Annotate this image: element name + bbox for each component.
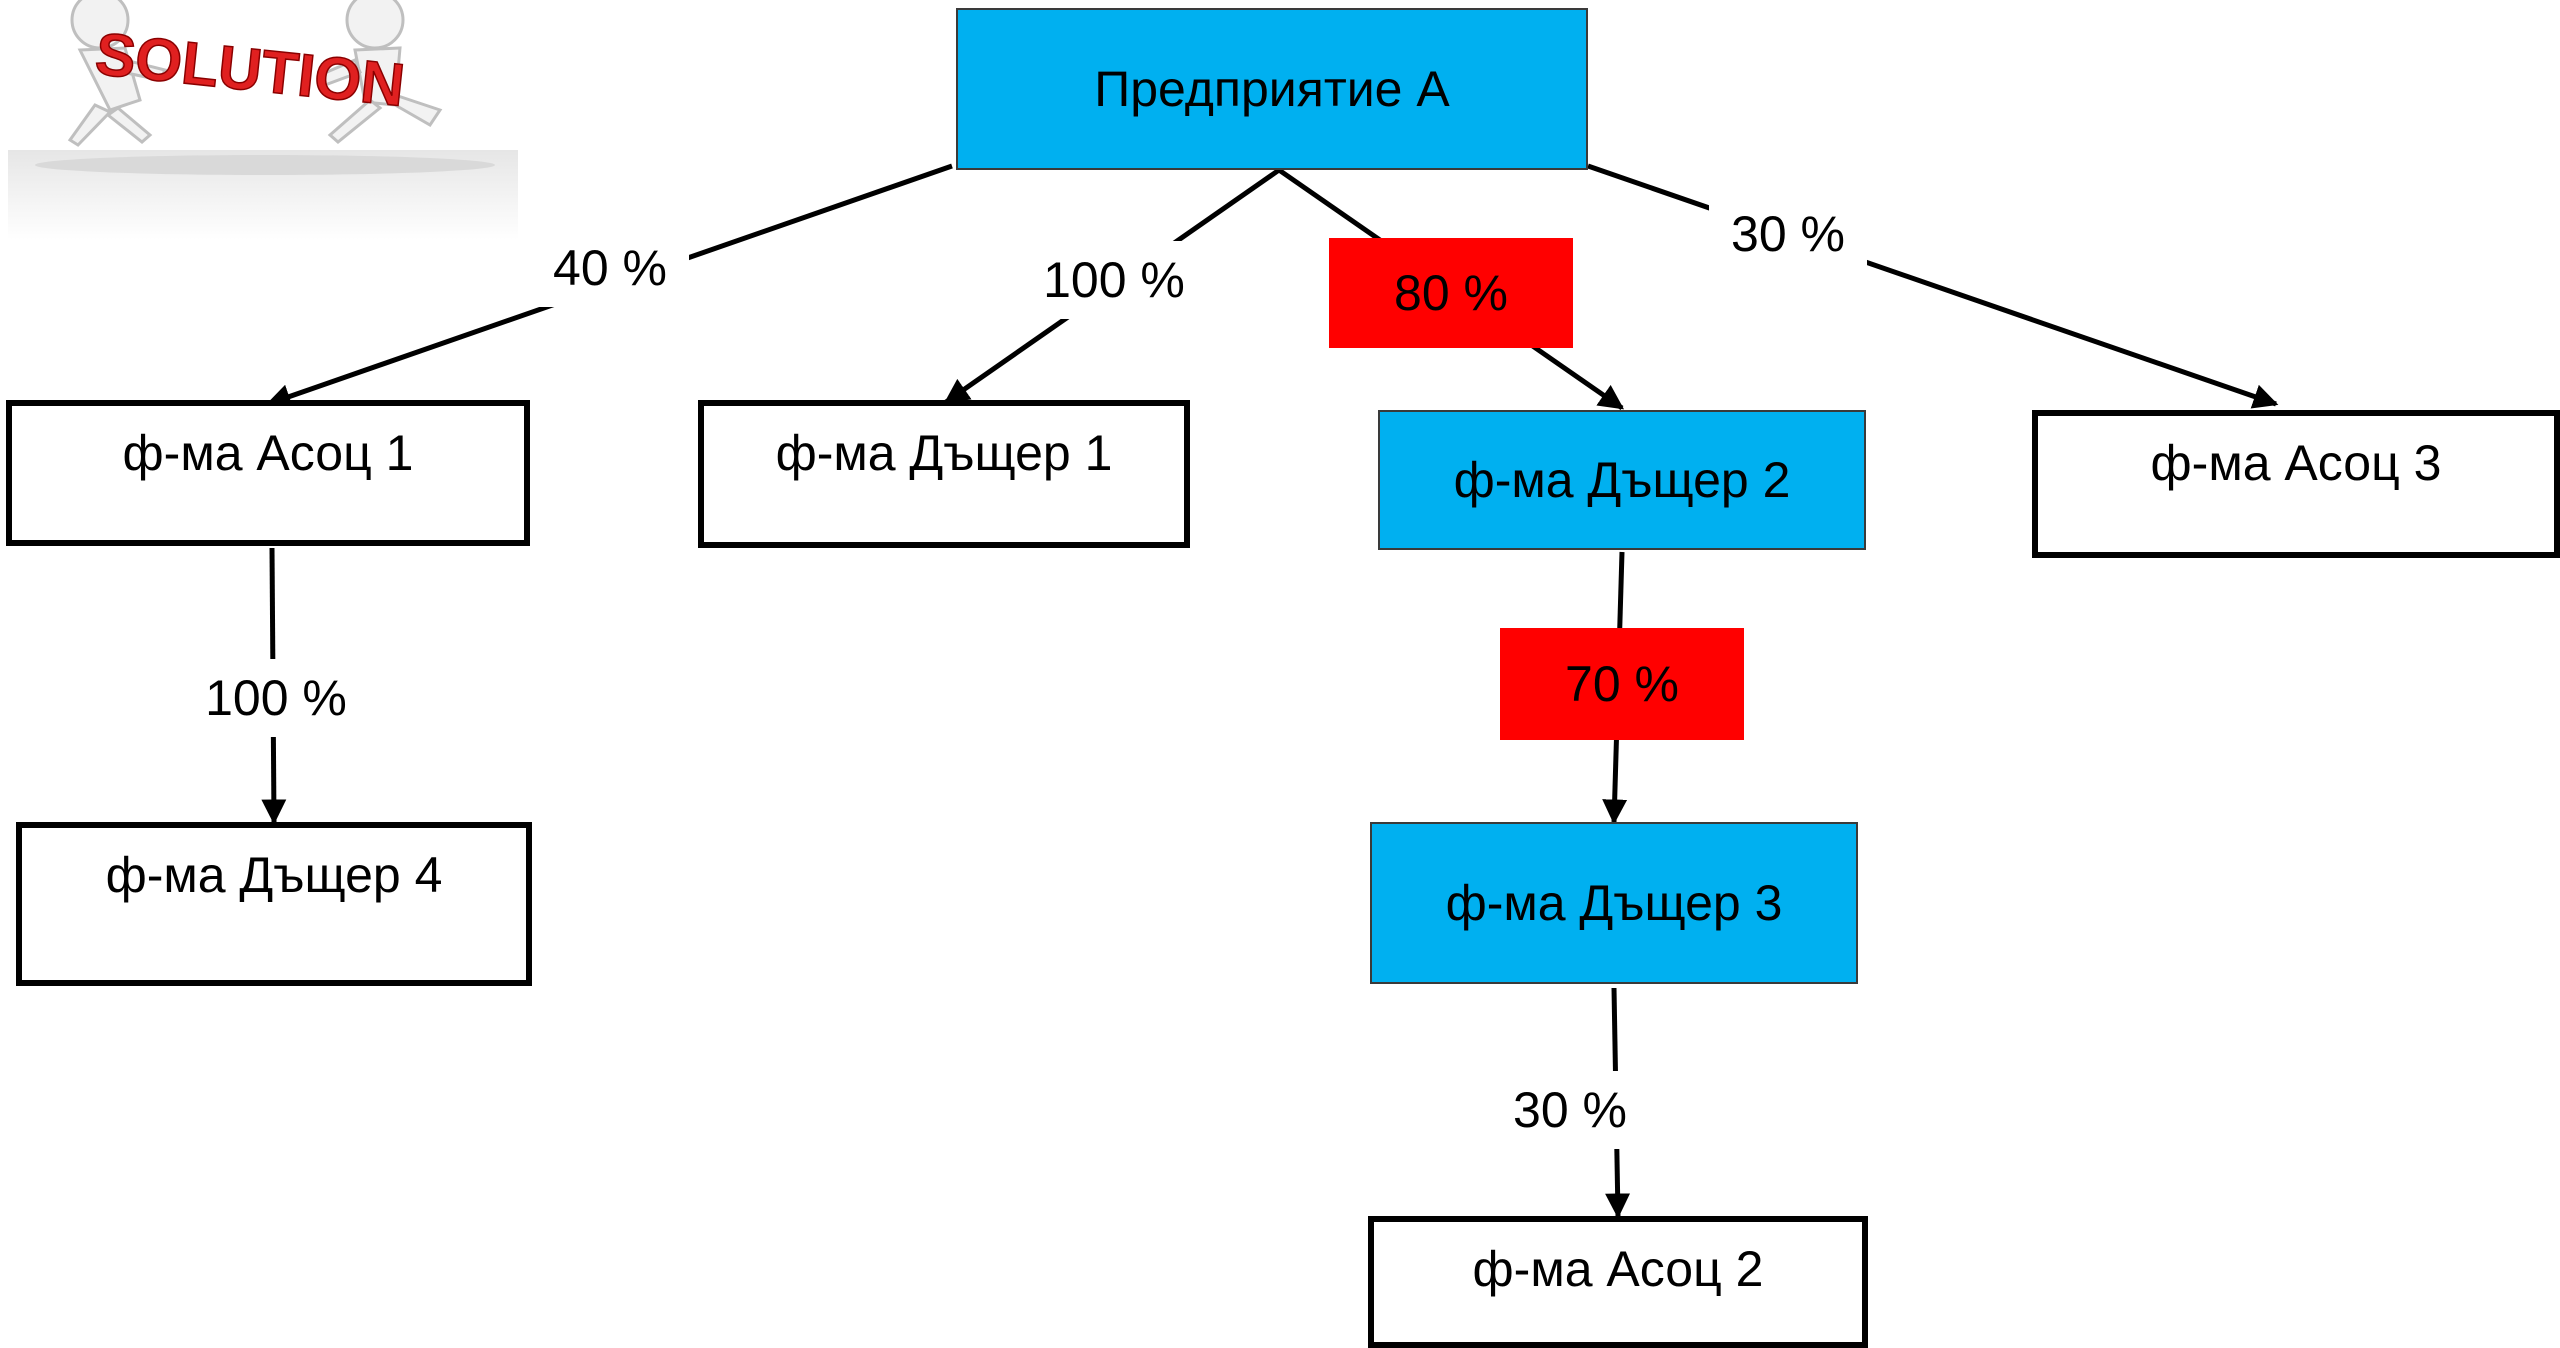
node-daughter3: ф-ма Дъщер 3: [1370, 822, 1858, 984]
node-parent: Предприятие А: [956, 8, 1588, 170]
edge-label-100-daughter4: 100 %: [183, 659, 369, 737]
edge-label-70-highlight: 70 %: [1500, 628, 1744, 740]
node-assoc2: ф-ма Асоц 2: [1368, 1216, 1868, 1348]
edge-label-40: 40 %: [531, 229, 689, 307]
edge-label-80-highlight: 80 %: [1329, 238, 1573, 348]
node-daughter4: ф-ма Дъщер 4: [16, 822, 532, 986]
node-daughter1: ф-ма Дъщер 1: [698, 400, 1190, 548]
node-daughter2: ф-ма Дъщер 2: [1378, 410, 1866, 550]
node-assoc1: ф-ма Асоц 1: [6, 400, 530, 546]
logo-shadow: [35, 155, 495, 175]
figure-right-icon: [317, 0, 443, 144]
solution-logo: SOLUTION: [8, 0, 518, 240]
figure-left-icon: [67, 0, 168, 147]
edge-label-30-assoc3: 30 %: [1709, 195, 1867, 273]
edge-label-100-daughter1: 100 %: [1021, 241, 1207, 319]
node-assoc3: ф-ма Асоц 3: [2032, 410, 2560, 558]
edge-parent-assoc3: [1587, 163, 2279, 409]
edge-label-30-assoc2: 30 %: [1491, 1071, 1649, 1149]
